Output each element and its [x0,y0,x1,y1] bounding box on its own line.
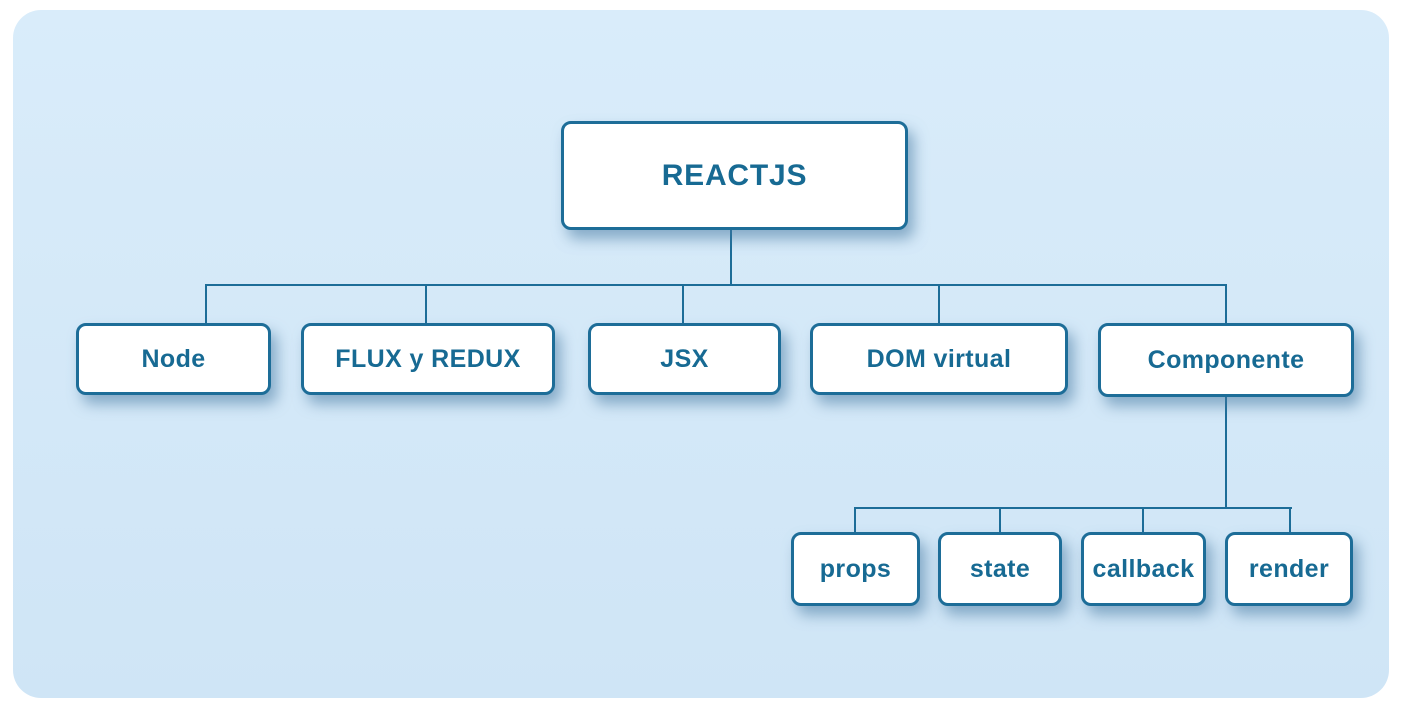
connector-componente-riser [1225,397,1227,508]
node-node-label: Node [141,344,206,373]
node-state-label: state [969,554,1031,583]
node-jsx: JSX [588,323,781,395]
node-state: state [938,532,1062,606]
node-componente: Componente [1098,323,1354,397]
node-callback-label: callback [1092,554,1195,583]
node-props-label: props [819,554,892,583]
connector-stub-render [1289,507,1291,532]
node-componente-label: Componente [1147,345,1305,374]
connector-stub-flux-redux [425,284,427,323]
node-reactjs: REACTJS [561,121,908,230]
connector-stub-props [854,507,856,532]
node-dom-virtual: DOM virtual [810,323,1068,395]
connector-stub-componente [1225,284,1227,323]
connector-stub-node [205,284,207,323]
node-node: Node [76,323,271,395]
connector-level2-horizontal [854,507,1292,509]
node-dom-virtual-label: DOM virtual [866,344,1012,373]
connector-stub-state [999,507,1001,532]
connector-level1-horizontal [205,284,1227,286]
node-render-label: render [1248,554,1330,583]
node-flux-redux-label: FLUX y REDUX [335,344,521,373]
node-flux-redux: FLUX y REDUX [301,323,555,395]
connector-stub-dom-virtual [938,284,940,323]
node-callback: callback [1081,532,1206,606]
connector-stub-jsx [682,284,684,323]
node-jsx-label: JSX [660,344,709,373]
diagram-panel: REACTJS Node FLUX y REDUX JSX DOM virtua… [13,10,1389,698]
connector-stub-callback [1142,507,1144,532]
connector-root-riser [730,230,732,285]
node-props: props [791,532,920,606]
node-render: render [1225,532,1353,606]
node-reactjs-label: REACTJS [661,158,808,192]
